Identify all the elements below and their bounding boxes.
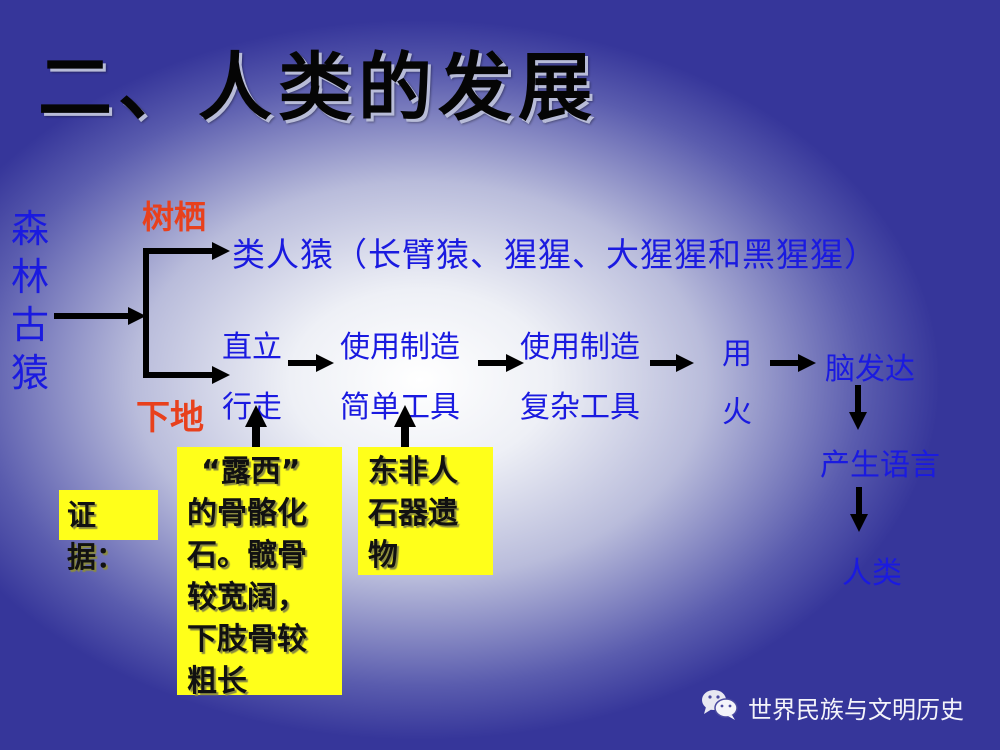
branch-line [143,248,149,378]
evidence-label: 证据： [59,490,158,574]
arrow-right-icon [316,354,334,372]
connector-line [252,424,260,448]
arrow-right-icon [212,366,230,384]
evidence-line: 东非人 [368,454,458,489]
wechat-icon [700,687,740,727]
evidence-line: 较宽阔， [187,580,307,615]
evidence-line: 石。髋骨 [187,538,307,573]
connector-line [288,360,318,366]
connector-line [401,424,409,448]
arrow-up-icon [245,405,267,427]
arrow-down-icon [850,514,868,532]
evidence-line: 物 [368,538,398,573]
flow-step-language: 产生语言 [820,448,940,483]
evidence-stone-tools-box: 东非人 石器遗 物 [358,447,493,575]
evidence-line: 石器遗 [368,496,458,531]
evidence-lucy-box: “露西” 的骨骼化 石。髋骨 较宽阔， 下肢骨较 粗长 [177,447,342,699]
flow-step-fire: 用 火 [722,326,752,442]
source-text: 森林古猿 [10,207,49,395]
flow-step-complex-tools: 使用制造 复杂工具 [520,318,640,438]
arrow-down-icon [849,412,867,430]
flow-step-line: 火 [722,395,752,430]
flow-step-simple-tools: 使用制造 简单工具 [340,318,460,438]
flow-step-line: 直立 [222,330,282,365]
connector-line [478,360,508,366]
arrow-right-icon [128,307,146,325]
watermark: 世界民族与文明历史 [700,687,964,727]
source-forest-ape: 森林古猿 [8,205,52,397]
evidence-line: 粗长 [187,664,247,699]
branch-label-arboreal: 树栖 [142,198,207,236]
branch-upper-line [143,248,213,254]
branch-label-ground: 下地 [136,398,204,438]
branch-lower-line [143,372,213,378]
flow-step-human: 人类 [842,556,902,591]
connector-line [650,360,678,366]
flow-step-line: 使用制造 [340,330,460,365]
watermark-text: 世界民族与文明历史 [748,695,964,724]
arrow-right-icon [506,354,524,372]
arrow-up-icon [394,405,416,427]
evidence-line: 下肢骨较 [187,622,307,657]
flow-step-line: 使用制造 [520,330,640,365]
connector-line [855,385,861,415]
connector-line [770,360,800,366]
flow-step-line: 复杂工具 [520,390,640,425]
arrow-right-icon [676,354,694,372]
connector-line [856,487,862,517]
slide-title: 二、人类的发展 [38,45,598,131]
anthropoid-apes: 类人猿（长臂猿、猩猩、大猩猩和黑猩猩） [232,235,878,274]
arrow-right-icon [798,354,816,372]
evidence-line: 的骨骼化 [187,496,307,531]
evidence-line: “露西” [201,454,301,489]
flow-step-line: 用 [722,337,752,372]
connector-line [54,313,134,319]
flow-step-brain: 脑发达 [825,352,915,387]
arrow-right-icon [212,242,230,260]
